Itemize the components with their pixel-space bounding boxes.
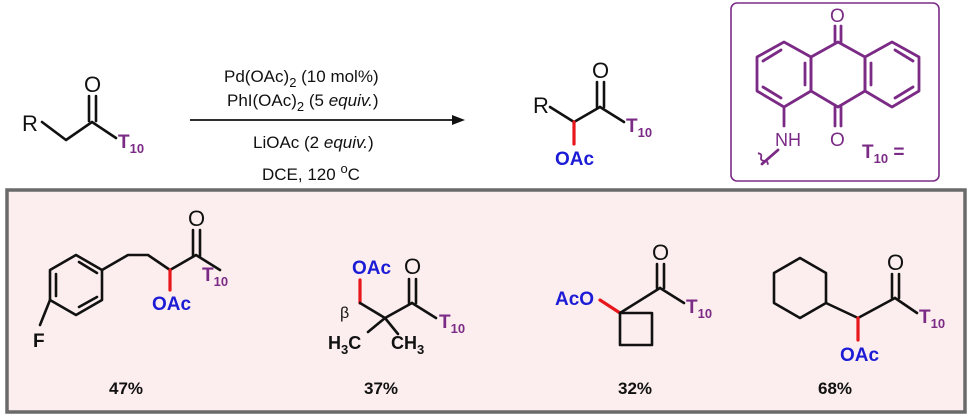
ex2-bond-t (410, 301, 438, 320)
product-bond-t (598, 105, 626, 124)
scope-panel (5, 188, 967, 414)
ex2-oac: OAc (352, 258, 392, 279)
product-oxygen: O (592, 58, 609, 83)
ex4-t10: T10 (919, 307, 945, 331)
directing-group-box: O O NH T10 = (730, 2, 940, 182)
ex1-t10: T10 (202, 265, 228, 289)
sm-t10: T10 (118, 132, 144, 156)
ex1-chain (100, 253, 222, 272)
ex4-yield: 68% (818, 379, 852, 398)
product-t10: T10 (626, 116, 652, 140)
ex3-yield: 32% (618, 379, 652, 398)
directing-group-frame (730, 2, 940, 182)
reaction-arrowhead (452, 115, 465, 125)
example-cyclobutyl: AcO O T10 32% (555, 240, 712, 398)
ex2-bond-ch2 (358, 301, 387, 320)
product: R O OAc T10 (533, 58, 652, 170)
example-pivaloyl: OAc β O H3C CH3 T10 37% (328, 254, 465, 398)
sm-oxygen: O (84, 72, 101, 97)
left-ring-db2 (761, 85, 783, 100)
anthraquinone-right-ring (863, 40, 921, 109)
ex2-yield: 37% (364, 379, 398, 398)
ex1-oxygen: O (188, 206, 205, 231)
ex1-benzene-db3 (77, 295, 99, 309)
ex4-oac: OAc (840, 345, 880, 366)
ex2-oxygen: O (404, 254, 421, 279)
ex1-yield: 47% (109, 379, 143, 398)
ex3-t10: T10 (686, 297, 712, 321)
dg-nh: NH (775, 130, 801, 150)
ex1-oac: OAc (152, 294, 192, 315)
right-ring-db1 (893, 48, 915, 63)
product-oac: OAc (555, 149, 595, 170)
ex2-bond-me-left (366, 316, 387, 334)
sm-chain (40, 120, 118, 142)
condition-base: LiOAc (2 equiv.) (253, 133, 374, 152)
ex1-benzene-db2 (77, 260, 99, 275)
ex3-oac: AcO (555, 289, 594, 310)
dg-oxygen-top: O (830, 6, 845, 27)
left-ring-db1 (761, 48, 783, 63)
ex2-bond-co (383, 301, 414, 320)
ex2-t10: T10 (439, 312, 465, 336)
ex3-cyclobutane (618, 311, 654, 347)
ex2-bond-me-right (383, 316, 400, 336)
sm-r-label: R (22, 111, 38, 136)
dg-t10-label: T10 = (862, 142, 904, 166)
ex4-oxygen: O (887, 250, 904, 275)
ex4-bond-co (856, 296, 897, 320)
ex2-beta: β (340, 305, 349, 322)
ex3-oxygen: O (652, 240, 669, 265)
product-r-label: R (533, 93, 549, 118)
example-cyclohexyl: O OAc T10 68% (772, 250, 945, 398)
condition-catalyst: Pd(OAc)2 (10 mol%) (224, 67, 379, 90)
product-bond-r (548, 105, 576, 124)
ex3-new-co-bond (598, 298, 622, 315)
ex4-bond-t (893, 296, 919, 315)
ex4-bond-ch (824, 301, 860, 320)
product-bond-co (572, 105, 602, 124)
condition-oxidant: PhI(OAc)2 (5 equiv.) (227, 91, 378, 114)
ex2-me-left: H3C (328, 333, 361, 357)
ex1-f-bond (38, 298, 52, 327)
dg-oxygen-bottom: O (830, 130, 845, 151)
starting-material: R O T10 (22, 72, 144, 156)
ex3-bond-co (618, 286, 662, 315)
condition-solvent-temp: DCE, 120 oC (262, 161, 360, 184)
reaction-conditions: Pd(OAc)2 (10 mol%) PhI(OAc)2 (5 equiv.) … (190, 67, 465, 184)
ex4-cyclohexane (772, 256, 828, 320)
ex2-me-right: CH3 (391, 333, 424, 357)
ex3-bond-t (658, 286, 686, 305)
right-ring-db2 (893, 85, 915, 100)
example-fluorophenyl: F O OAc T10 47% (33, 206, 228, 398)
ex1-fluorine: F (33, 331, 45, 352)
wavy-bond-icon (757, 152, 769, 166)
